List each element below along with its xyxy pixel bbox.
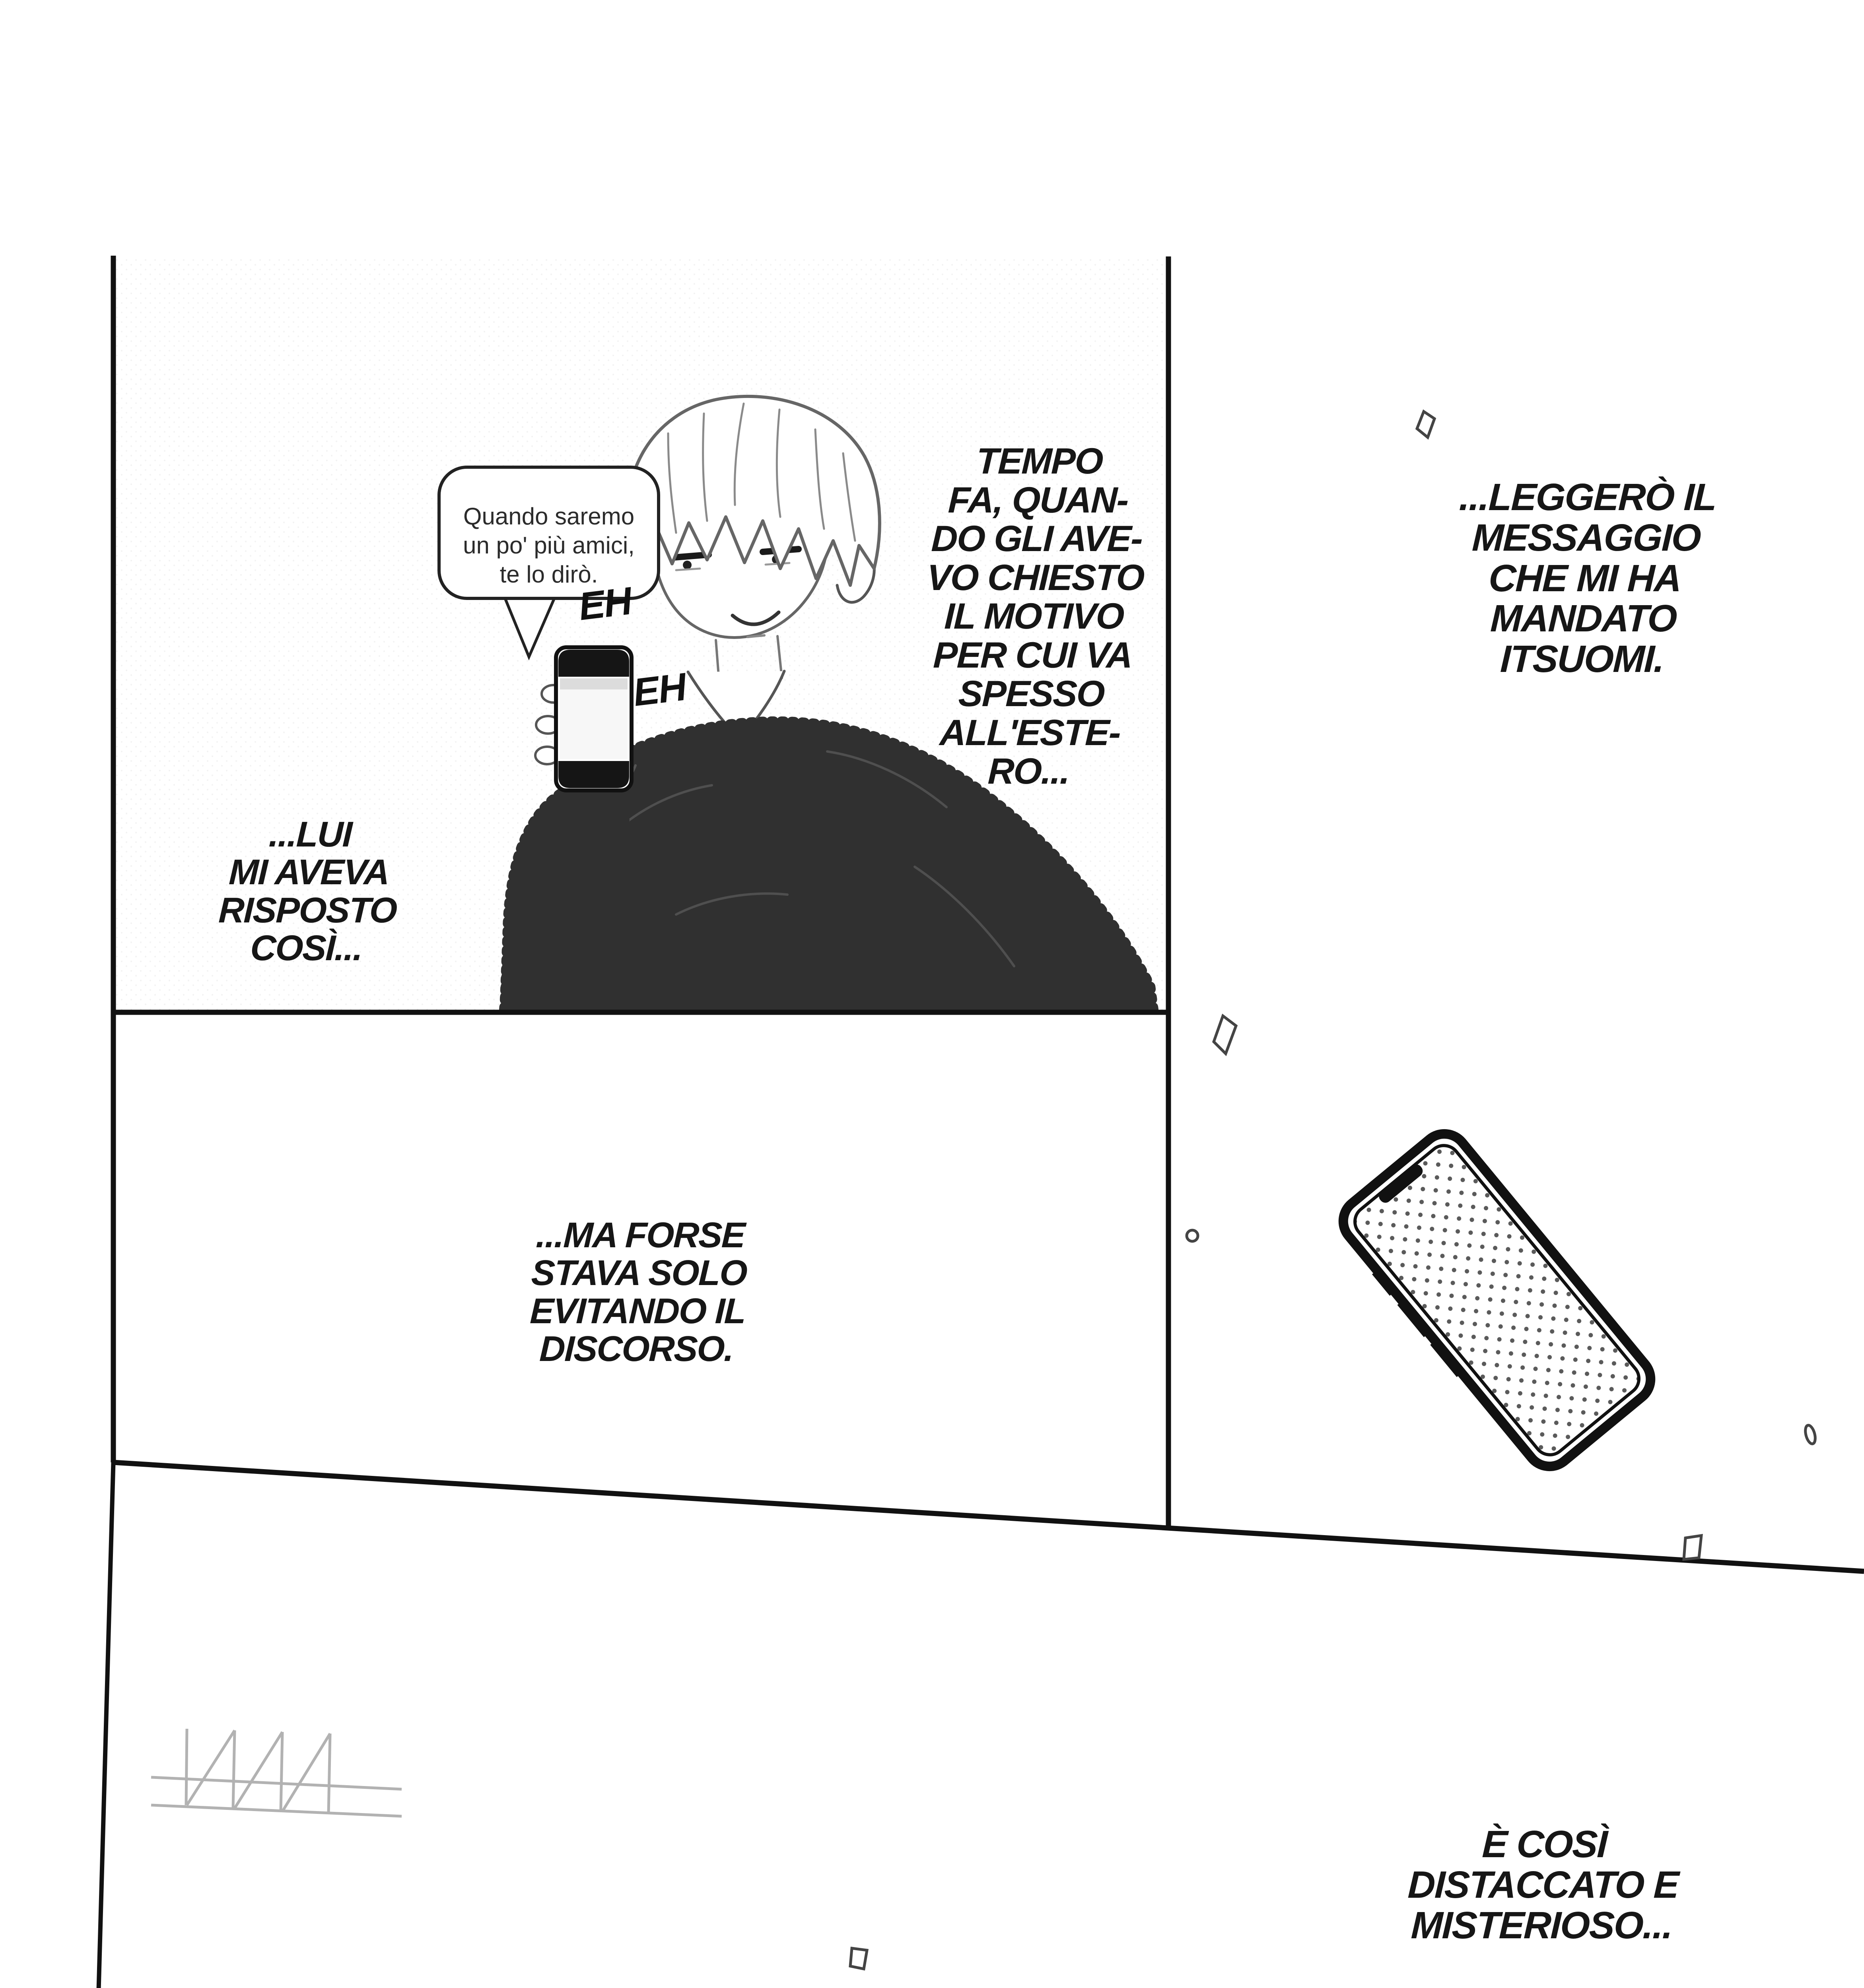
sparkles-right (1185, 409, 1817, 1561)
caption-distaccato: È COSÌ DISTACCATO E MISTERIOSO... (1407, 1823, 1679, 1947)
speech-bubble (437, 466, 660, 661)
sparkle-icon (849, 1947, 869, 1971)
character-mouth (731, 610, 781, 626)
caption-leggero: ...LEGGERÒ IL MESSAGGIO CHE MI HA MANDAT… (1458, 476, 1717, 680)
caption-lui-risposto: ...LUI MI AVEVA RISPOSTO COSÌ... (218, 815, 397, 969)
border-bottom-panel-top (113, 1460, 1864, 1574)
sparkles-bottom (849, 1947, 869, 1971)
railroad-track (107, 1689, 1864, 1988)
tilted-phone (1338, 1129, 1656, 1472)
phone-in-hand (554, 645, 634, 792)
caption-ma-forse: ...MA FORSE STAVA SOLO EVITANDO IL DISCO… (529, 1215, 748, 1369)
sfx-eh-2: EH (630, 664, 688, 714)
track-trestle (151, 1728, 402, 1818)
sfx-eh-1: EH (576, 579, 634, 629)
sparkle-icon (1185, 1229, 1199, 1243)
character-hair (626, 394, 881, 587)
sparkle-icon (1415, 409, 1436, 440)
sparkle-icon (1212, 1013, 1238, 1056)
panel-borders (96, 256, 1864, 1988)
sparkle-icon (1682, 1534, 1703, 1561)
sparkle-icon (1804, 1424, 1817, 1445)
phone-notch (1379, 1164, 1423, 1203)
border-bottom-panel-left (96, 1462, 116, 1988)
character-illustration (499, 394, 1158, 1010)
caption-tempo-fa: TEMPO FA, QUAN- DO GLI AVE- VO CHIESTO I… (926, 441, 1145, 792)
speech-bubble-text: Quando saremo un po' più amici, te lo di… (463, 503, 635, 588)
